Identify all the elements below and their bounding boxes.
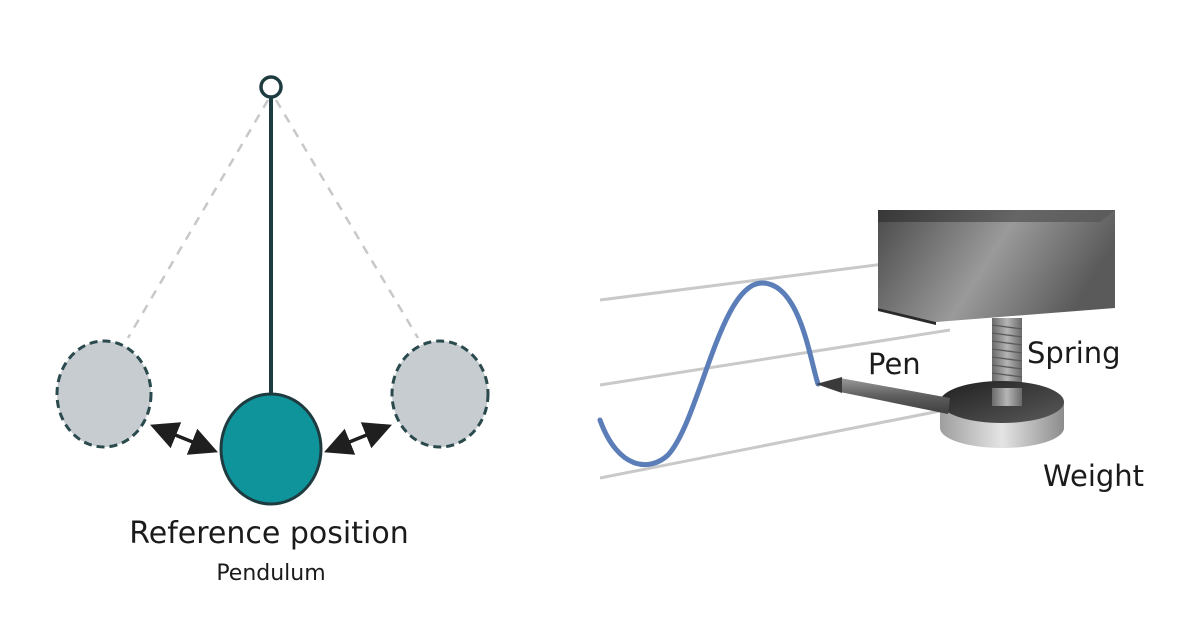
pen-label: Pen (868, 347, 921, 381)
swing-arrow-right (324, 422, 392, 455)
swing-path-left (126, 99, 270, 339)
weight-disc (940, 381, 1064, 448)
spring-label: Spring (1027, 336, 1121, 370)
seismograph-diagram: Pen Spring Weight (597, 210, 1144, 493)
pendulum-caption: Reference position (129, 516, 408, 551)
swing-path-right (274, 99, 420, 339)
frame-block (878, 210, 1115, 325)
ghost-bob-left (55, 339, 153, 449)
paper-line-middle (599, 328, 951, 387)
paper-line-top (599, 260, 901, 302)
ghost-bob-right (390, 339, 490, 449)
seismic-trace (597, 280, 821, 468)
weight-label: Weight (1043, 459, 1144, 493)
pivot-ring (259, 75, 283, 99)
pendulum-bob (219, 392, 323, 506)
pendulum-diagram: Reference position Pendulum (55, 75, 490, 586)
pendulum-subcaption: Pendulum (216, 561, 325, 586)
pen-arm (816, 377, 950, 414)
paper-line-bottom (599, 408, 946, 480)
swing-arrow-left (150, 422, 218, 455)
